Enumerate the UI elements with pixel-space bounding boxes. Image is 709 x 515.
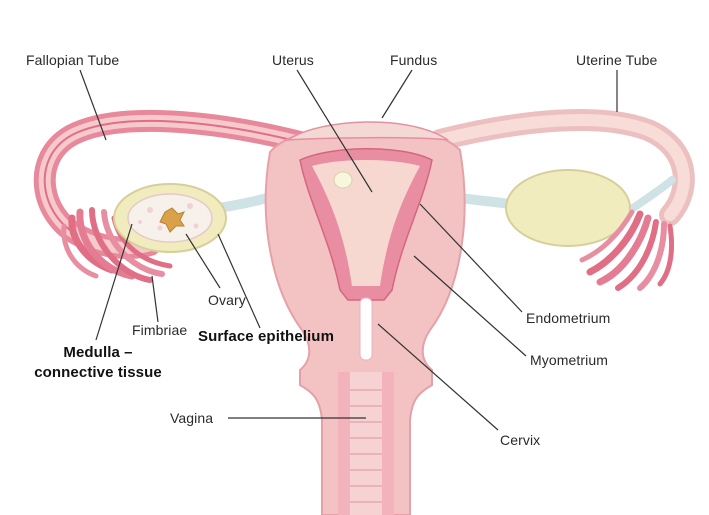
label-fallopian-tube: Fallopian Tube (26, 52, 119, 68)
label-endometrium: Endometrium (526, 310, 610, 326)
leader-fundus (382, 70, 412, 118)
vagina (338, 372, 394, 515)
label-surface-epithelium: Surface epithelium (198, 328, 334, 346)
label-fimbriae: Fimbriae (132, 322, 187, 338)
label-fundus: Fundus (390, 52, 437, 68)
label-ovary: Ovary (208, 292, 246, 308)
label-vagina: Vagina (170, 410, 213, 426)
leader-surface-epithelium (218, 234, 260, 328)
leader-fimbriae (152, 276, 158, 322)
label-medulla-line1: Medulla – (18, 344, 178, 362)
label-medulla-line2: connective tissue (18, 364, 178, 382)
label-uterine-tube: Uterine Tube (576, 52, 657, 68)
label-myometrium: Myometrium (530, 352, 608, 368)
left-ovary (114, 184, 226, 252)
label-cervix: Cervix (500, 432, 540, 448)
label-uterus: Uterus (272, 52, 314, 68)
right-ovary (506, 170, 630, 246)
